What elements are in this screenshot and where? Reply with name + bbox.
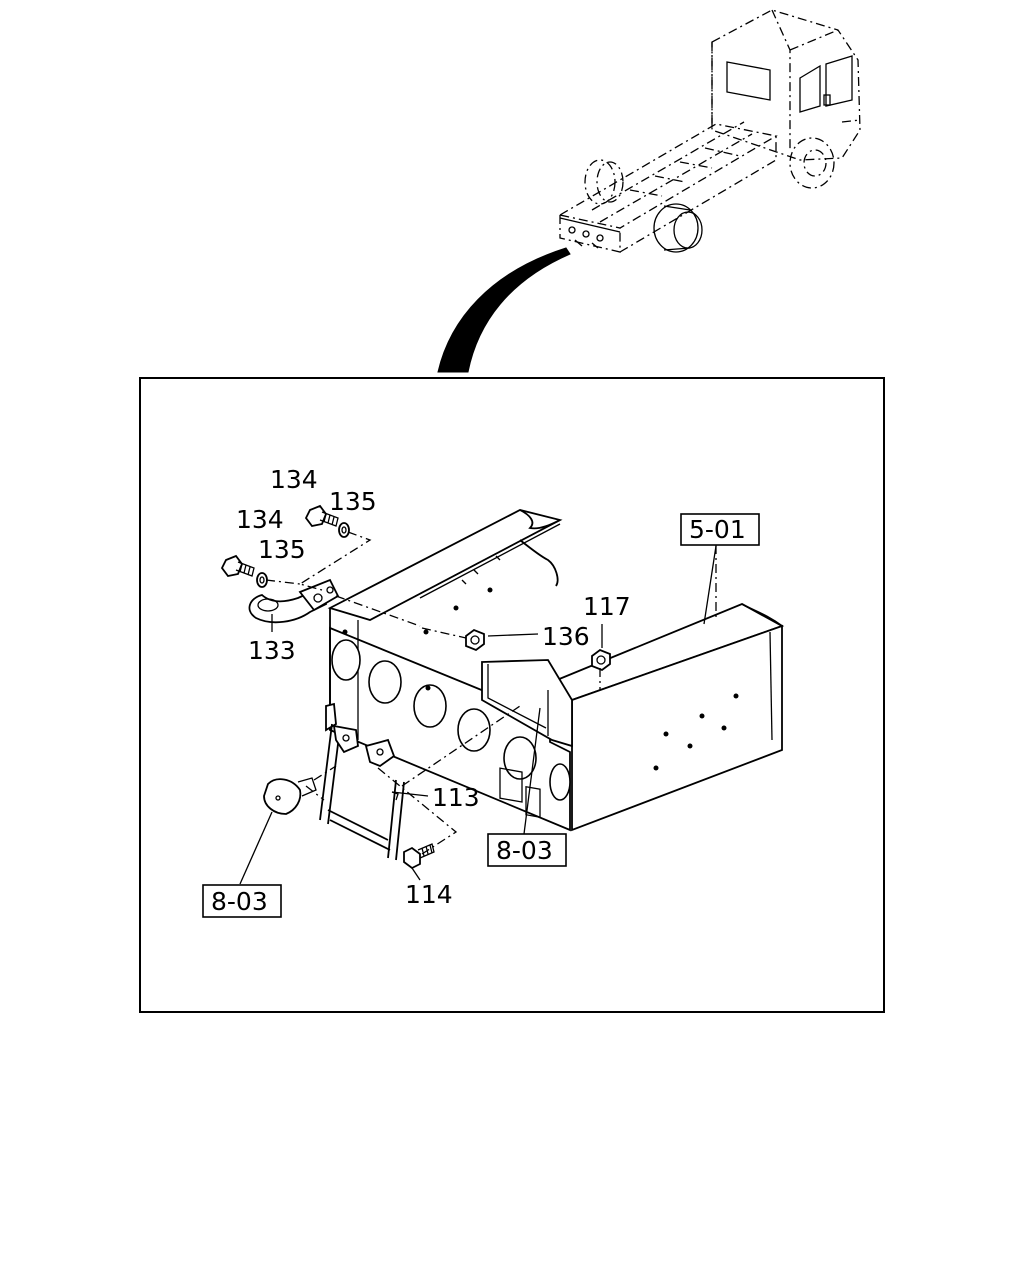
callout-135-lower: 135 (258, 535, 306, 564)
leader-lines (239, 545, 717, 885)
side-marker-lamp (263, 777, 317, 815)
washer-135-upper (338, 522, 350, 538)
detail-pointer-arrow (437, 247, 571, 373)
ref-box-8-03-left: 8-03 (202, 884, 282, 918)
callout-136: 136 (542, 622, 590, 651)
ref-box-5-01: 5-01 (680, 513, 760, 546)
bolt-134-upper (304, 504, 339, 527)
tow-hook (248, 578, 340, 624)
truck-chassis-frame (558, 121, 778, 253)
callout-133: 133 (248, 636, 296, 665)
bolt-114 (403, 843, 435, 870)
callout-117: 117 (583, 592, 631, 621)
truck-overview (558, 9, 861, 253)
ref-label-8-03-left: 8-03 (211, 887, 268, 916)
assembly-lines (265, 531, 717, 855)
callout-134-lower: 134 (236, 505, 284, 534)
truck-rear-wheels (584, 159, 703, 253)
ref-box-8-03-right: 8-03 (487, 833, 567, 867)
callout-labels: 134 135 134 135 133 136 117 113 114 (236, 465, 631, 909)
ref-label-8-03-right: 8-03 (496, 836, 553, 865)
callout-135-upper: 135 (329, 487, 377, 516)
nut-136 (465, 628, 485, 652)
frame-rail-right (550, 603, 785, 832)
truck-front-wheel (789, 137, 835, 189)
callout-114: 114 (405, 880, 453, 909)
bolt-134-lower (220, 554, 255, 577)
washer-135-lower (256, 572, 268, 588)
tail-lamp-assembly-right (481, 659, 573, 818)
nut-117 (591, 648, 611, 672)
frame-rail-left (327, 509, 571, 832)
lamp-bracket (319, 702, 405, 861)
detail-frame (139, 377, 885, 1013)
ref-label-5-01: 5-01 (689, 515, 746, 544)
truck-cab (711, 9, 861, 161)
callout-134-upper: 134 (270, 465, 318, 494)
callout-113: 113 (432, 783, 480, 812)
